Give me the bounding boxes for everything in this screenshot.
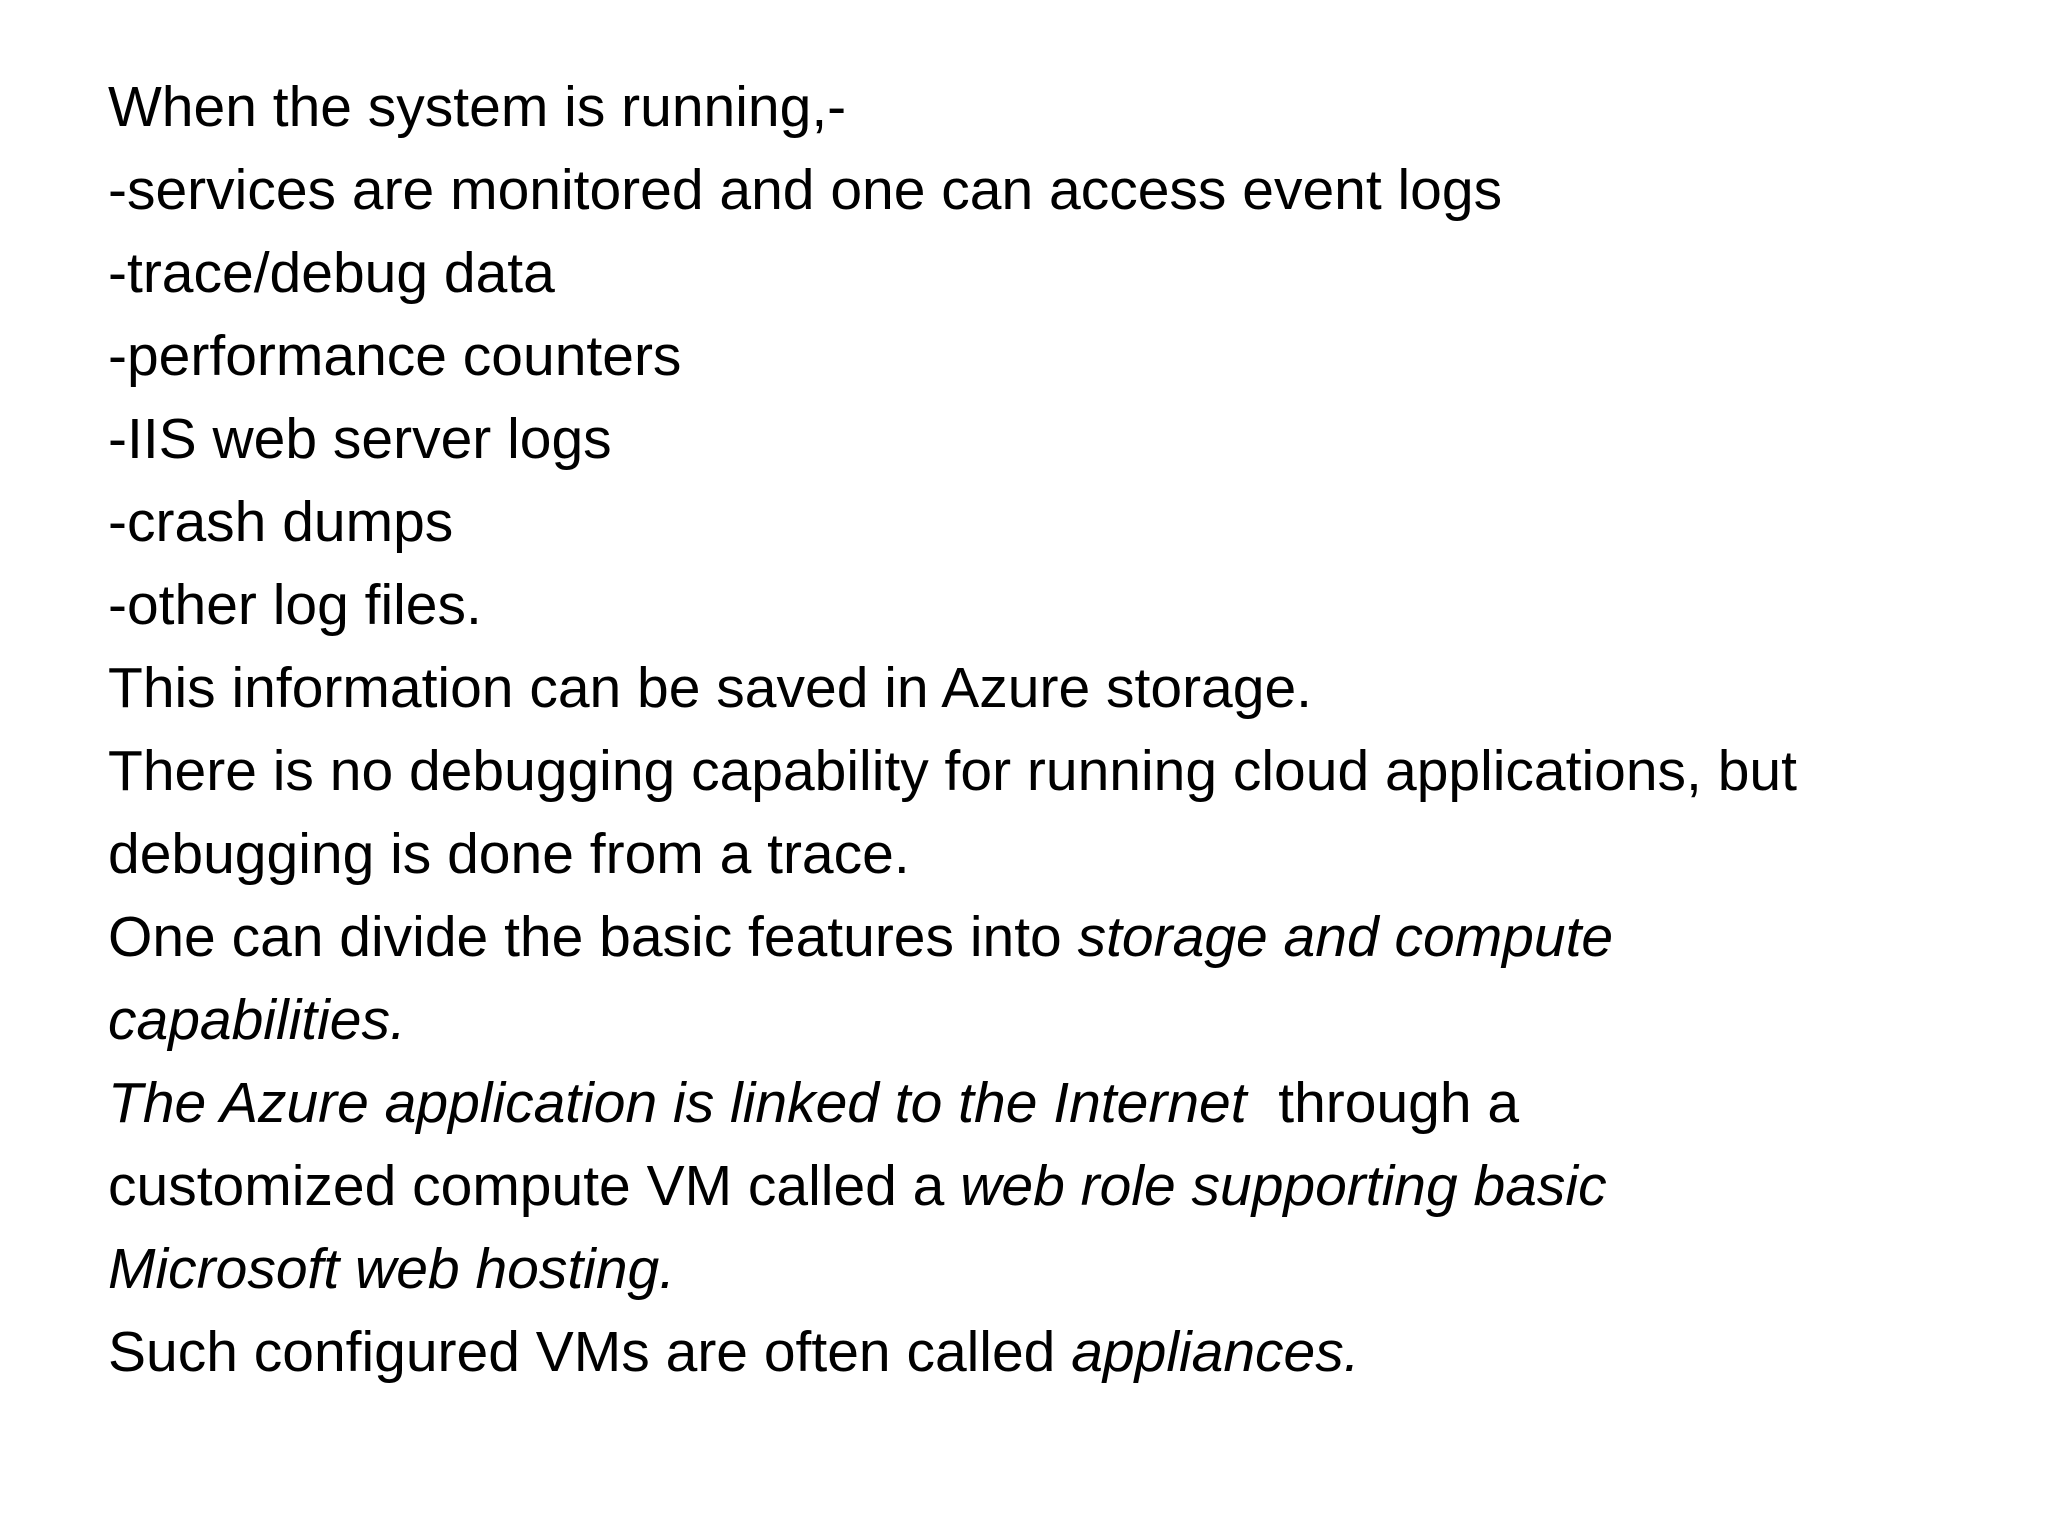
text-run: This information can be saved in Azure s… [108, 656, 1312, 720]
text-line: This information can be saved in Azure s… [108, 647, 2008, 730]
text-run: -performance counters [108, 324, 682, 388]
text-run: -other log files. [108, 573, 482, 637]
text-run: There is no debugging capability for run… [108, 739, 1797, 803]
italic-text-run: web role supporting basic [960, 1154, 1607, 1218]
text-line: -performance counters [108, 315, 2008, 398]
text-line: One can divide the basic features into s… [108, 896, 2008, 979]
italic-text-run: storage and compute [1077, 905, 1614, 969]
text-run: -trace/debug data [108, 241, 555, 305]
text-run: customized compute VM called a [108, 1154, 961, 1218]
text-line: -trace/debug data [108, 232, 2008, 315]
text-run: through a [1246, 1071, 1520, 1135]
italic-text-run: capabilities. [108, 988, 406, 1052]
text-line: There is no debugging capability for run… [108, 730, 2008, 813]
text-line: capabilities. [108, 979, 2008, 1062]
text-run: One can divide the basic features into [108, 905, 1078, 969]
text-line: Microsoft web hosting. [108, 1228, 2008, 1311]
italic-text-run: appliances. [1071, 1320, 1360, 1384]
italic-text-run: The Azure application is linked to the I… [108, 1071, 1247, 1135]
text-run: -services are monitored and one can acce… [108, 158, 1503, 222]
text-line: -IIS web server logs [108, 398, 2008, 481]
slide-body-text: When the system is running,- -services a… [108, 66, 2008, 1394]
text-line: The Azure application is linked to the I… [108, 1062, 2008, 1145]
text-line: Such configured VMs are often called app… [108, 1311, 2008, 1394]
text-line: When the system is running,- [108, 66, 2008, 149]
text-line: debugging is done from a trace. [108, 813, 2008, 896]
italic-text-run: Microsoft web hosting. [108, 1237, 676, 1301]
text-line: -other log files. [108, 564, 2008, 647]
text-run: -crash dumps [108, 490, 454, 554]
text-run: debugging is done from a trace. [108, 822, 910, 886]
text-run: -IIS web server logs [108, 407, 612, 471]
text-line: customized compute VM called a web role … [108, 1145, 2008, 1228]
text-line: -services are monitored and one can acce… [108, 149, 2008, 232]
text-run: Such configured VMs are often called [108, 1320, 1072, 1384]
text-line: -crash dumps [108, 481, 2008, 564]
text-run: When the system is running,- [108, 75, 847, 139]
